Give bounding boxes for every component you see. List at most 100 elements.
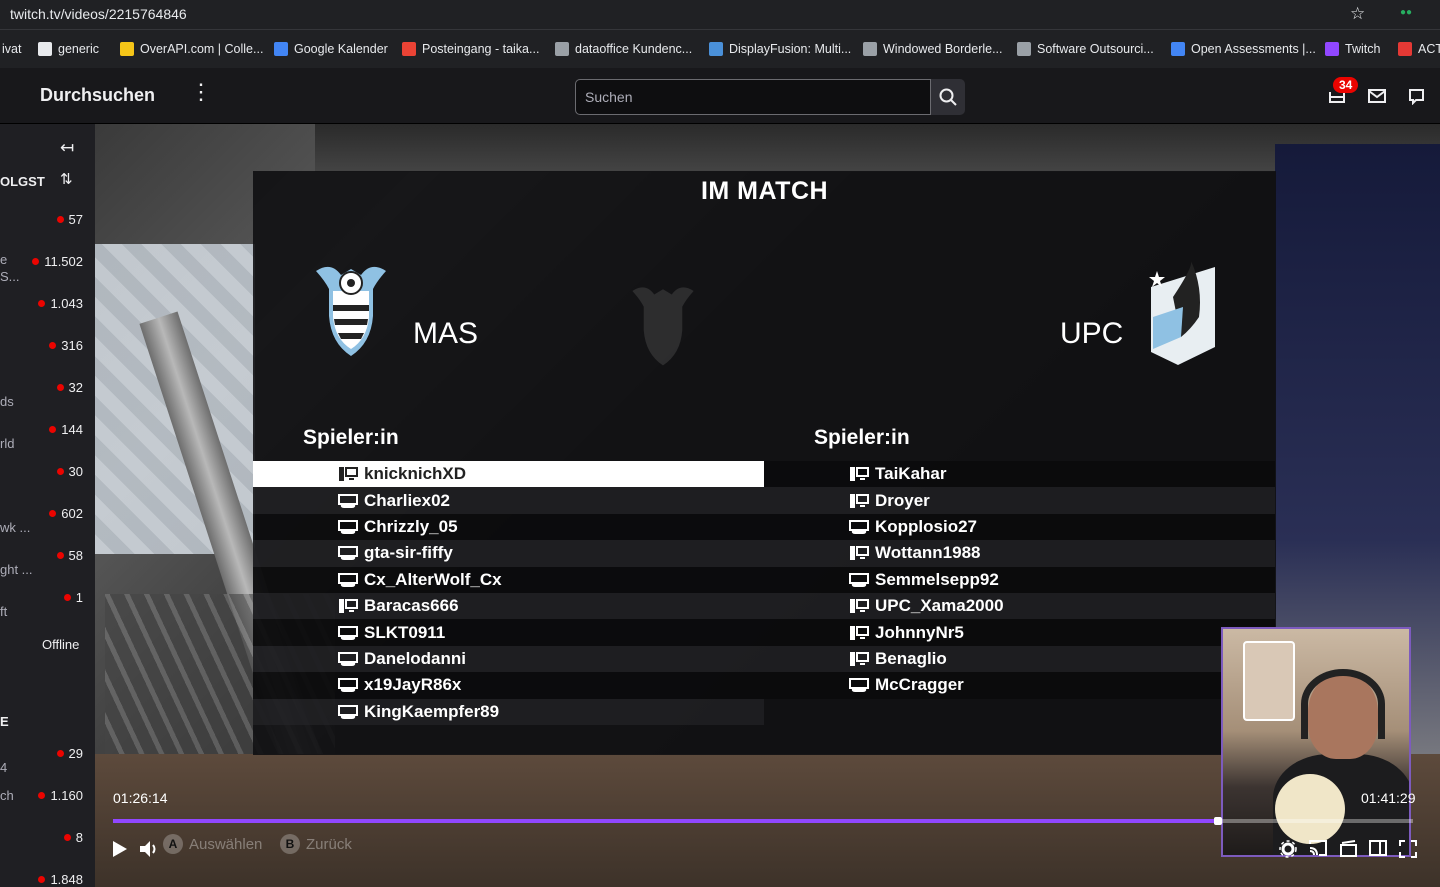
- sidebar-channel-name[interactable]: ds: [0, 394, 14, 409]
- live-dot-icon: [49, 342, 57, 349]
- bookmark-label: Windowed Borderle...: [883, 42, 1003, 56]
- a-button-icon: A: [163, 834, 183, 854]
- sidebar-channel-name[interactable]: ft: [0, 604, 8, 619]
- browse-link[interactable]: Durchsuchen: [40, 85, 156, 105]
- whispers-icon[interactable]: [1408, 88, 1425, 105]
- sidebar-channel-name[interactable]: e: [0, 252, 8, 267]
- bookmark-item[interactable]: Posteingang - taika...: [402, 42, 539, 56]
- bookmark-label: Google Kalender: [294, 42, 388, 56]
- folder-icon: [38, 42, 52, 56]
- player-row[interactable]: Chrizzly_05: [253, 513, 764, 541]
- player-row[interactable]: UPC_Xama2000: [764, 592, 1275, 620]
- sidebar-channel-viewers[interactable]: 316: [49, 338, 83, 353]
- settings-gear-icon[interactable]: [1279, 840, 1297, 858]
- browser-url-bar[interactable]: twitch.tv/videos/2215764846 ☆ ●●: [0, 0, 1440, 30]
- bookmark-label: Open Assessments |...: [1191, 42, 1316, 56]
- bookmark-label: ivat: [2, 42, 22, 56]
- sidebar-channel-viewers[interactable]: 11.502: [32, 254, 83, 269]
- bookmark-item[interactable]: OverAPI.com | Colle...: [120, 42, 263, 56]
- player-row[interactable]: knicknichXD: [253, 461, 764, 488]
- player-row[interactable]: gta-sir-fiffy: [253, 540, 764, 567]
- player-name: Baracas666: [364, 596, 459, 616]
- player-row[interactable]: KingKaempfer89: [253, 698, 764, 725]
- seek-handle[interactable]: [1214, 817, 1222, 825]
- clip-icon[interactable]: [1340, 840, 1357, 857]
- bookmark-item[interactable]: Open Assessments |...: [1171, 42, 1316, 56]
- volume-icon[interactable]: [139, 840, 159, 858]
- sidebar-channel-name[interactable]: rld: [0, 436, 15, 451]
- player-name: UPC_Xama2000: [875, 596, 1004, 616]
- sidebar-channel-viewers[interactable]: 1: [63, 590, 83, 605]
- sidebar-channel-viewers[interactable]: 32: [56, 380, 83, 395]
- player-row[interactable]: Kopplosio27: [764, 513, 1275, 541]
- bookmark-item[interactable]: Twitch: [1325, 42, 1380, 56]
- viewer-count: 11.502: [44, 254, 83, 269]
- player-row[interactable]: Semmelsepp92: [764, 566, 1275, 593]
- player-row[interactable]: Droyer: [764, 487, 1275, 514]
- sidebar-channel-viewers[interactable]: 1.043: [38, 296, 83, 311]
- sidebar-channel-name[interactable]: 4: [0, 760, 8, 775]
- cast-icon[interactable]: [1309, 840, 1327, 856]
- player-row[interactable]: Charliex02: [253, 487, 764, 514]
- sidebar-channel-viewers[interactable]: 602: [49, 506, 83, 521]
- live-dot-icon: [63, 594, 71, 601]
- viewer-count: 1.043: [50, 296, 83, 311]
- play-icon[interactable]: [112, 840, 128, 858]
- player-row[interactable]: TaiKahar: [764, 461, 1275, 488]
- sidebar-channel-viewers[interactable]: 8: [63, 830, 83, 845]
- seek-bar[interactable]: [113, 817, 1413, 825]
- sidebar-channel-viewers[interactable]: 1.848: [38, 872, 83, 887]
- sidebar-channel-viewers[interactable]: 144: [49, 422, 83, 437]
- yb-icon: [1017, 42, 1031, 56]
- bookmark-item[interactable]: dataoffice Kundenc...: [555, 42, 692, 56]
- sort-icon[interactable]: ⇅: [60, 171, 73, 188]
- collapse-sidebar-icon[interactable]: ↤: [60, 138, 75, 157]
- player-row[interactable]: Wottann1988: [764, 540, 1275, 567]
- search-button[interactable]: [931, 79, 965, 115]
- player-row[interactable]: Baracas666: [253, 592, 764, 620]
- player-name: SLKT0911: [364, 622, 446, 642]
- bookmark-item[interactable]: ACTI: [1398, 42, 1440, 56]
- sidebar-heading: OLGST: [0, 174, 45, 189]
- viewer-count: 32: [68, 380, 83, 395]
- bookmark-item[interactable]: Windowed Borderle...: [863, 42, 1003, 56]
- player-row[interactable]: McCragger: [764, 672, 1275, 699]
- more-menu-icon[interactable]: ⋮: [190, 79, 212, 104]
- player-name: Semmelsepp92: [875, 569, 999, 589]
- bookmark-item[interactable]: generic: [38, 42, 99, 56]
- console-icon: [338, 651, 358, 666]
- sidebar-channel-viewers[interactable]: 57: [56, 212, 83, 227]
- player-row[interactable]: x19JayR86x: [253, 672, 764, 699]
- fullscreen-icon[interactable]: [1399, 840, 1417, 858]
- sidebar-channel-name[interactable]: ght ...: [0, 562, 33, 577]
- theatre-mode-icon[interactable]: [1369, 840, 1387, 856]
- extension-icon[interactable]: ●●: [1400, 7, 1413, 18]
- notifications-icon[interactable]: [1328, 88, 1346, 104]
- twitch-icon: [1325, 42, 1339, 56]
- inbox-icon[interactable]: [1368, 88, 1386, 104]
- video-player[interactable]: IM MATCH MAS UPC Spieler:in Spieler:in k…: [95, 124, 1440, 887]
- bookmark-star-icon[interactable]: ☆: [1350, 4, 1366, 23]
- sidebar-channel-viewers[interactable]: 29: [56, 746, 83, 761]
- bookmark-item[interactable]: ivat: [2, 42, 21, 56]
- bookmark-item[interactable]: DisplayFusion: Multi...: [709, 42, 851, 56]
- search-input[interactable]: Suchen: [575, 79, 931, 115]
- player-row[interactable]: Cx_AlterWolf_Cx: [253, 566, 764, 593]
- bookmark-item[interactable]: Google Kalender: [274, 42, 388, 56]
- sidebar-channel-viewers[interactable]: 1.160: [38, 788, 83, 803]
- console-icon: [338, 546, 358, 561]
- player-row[interactable]: Danelodanni: [253, 645, 764, 673]
- sidebar-channel-name[interactable]: S...: [0, 269, 20, 284]
- sidebar-channel-name[interactable]: wk ...: [0, 520, 31, 535]
- player-row[interactable]: Benaglio: [764, 645, 1275, 673]
- player-row[interactable]: SLKT0911: [253, 619, 764, 646]
- globe-icon: [555, 42, 569, 56]
- player-row[interactable]: JohnnyNr5: [764, 619, 1275, 646]
- url-text[interactable]: twitch.tv/videos/2215764846: [10, 6, 187, 22]
- live-dot-icon: [56, 216, 64, 223]
- sidebar-channel-viewers[interactable]: 30: [56, 464, 83, 479]
- sidebar-channel-name[interactable]: ch: [0, 788, 14, 803]
- sidebar-channel-viewers[interactable]: 58: [56, 548, 83, 563]
- bookmark-item[interactable]: Software Outsourci...: [1017, 42, 1154, 56]
